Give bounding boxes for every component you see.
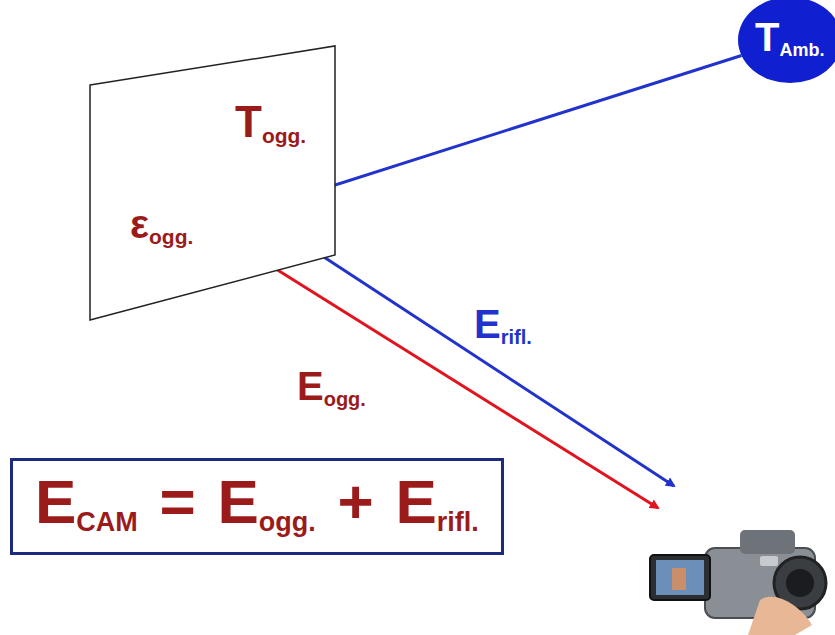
surface-outline: [88, 44, 338, 322]
object-surface: Togg.εogg.: [88, 44, 338, 322]
ambient-source: TAmb.: [738, 0, 835, 84]
subscript-text: rifl.: [501, 326, 532, 348]
text-group: εogg.: [130, 204, 193, 247]
subscript-text: ogg.: [259, 507, 316, 537]
formula-box: ECAM=Eogg.+Erifl.: [10, 458, 504, 555]
subscript-text: Amb.: [779, 40, 824, 60]
operator-symbol: =: [160, 467, 196, 536]
symbol-text: E: [35, 467, 76, 536]
reflected-energy-label: Erifl.: [474, 304, 532, 347]
emitted-energy-label: Eogg.: [297, 366, 366, 409]
symbol-text: E: [395, 467, 436, 536]
operator-symbol: +: [337, 467, 373, 536]
symbol-text: E: [297, 364, 324, 408]
symbol-text: E: [474, 302, 501, 346]
text-group: Togg.: [235, 100, 306, 146]
subscript-text: ogg.: [324, 388, 366, 410]
text-group: TAmb.: [755, 17, 824, 59]
symbol-text: E: [217, 467, 258, 536]
symbol-text: T: [755, 15, 779, 59]
symbol-text: ε: [130, 202, 149, 246]
subscript-text: ogg.: [149, 225, 193, 248]
symbol-text: T: [235, 97, 262, 146]
subscript-text: ogg.: [262, 124, 306, 147]
subscript-text: CAM: [76, 507, 138, 537]
subscript-text: rifl.: [437, 507, 479, 537]
camera-illustration: [650, 530, 826, 635]
text-group: ECAM=Eogg.+Erifl.: [35, 471, 479, 536]
